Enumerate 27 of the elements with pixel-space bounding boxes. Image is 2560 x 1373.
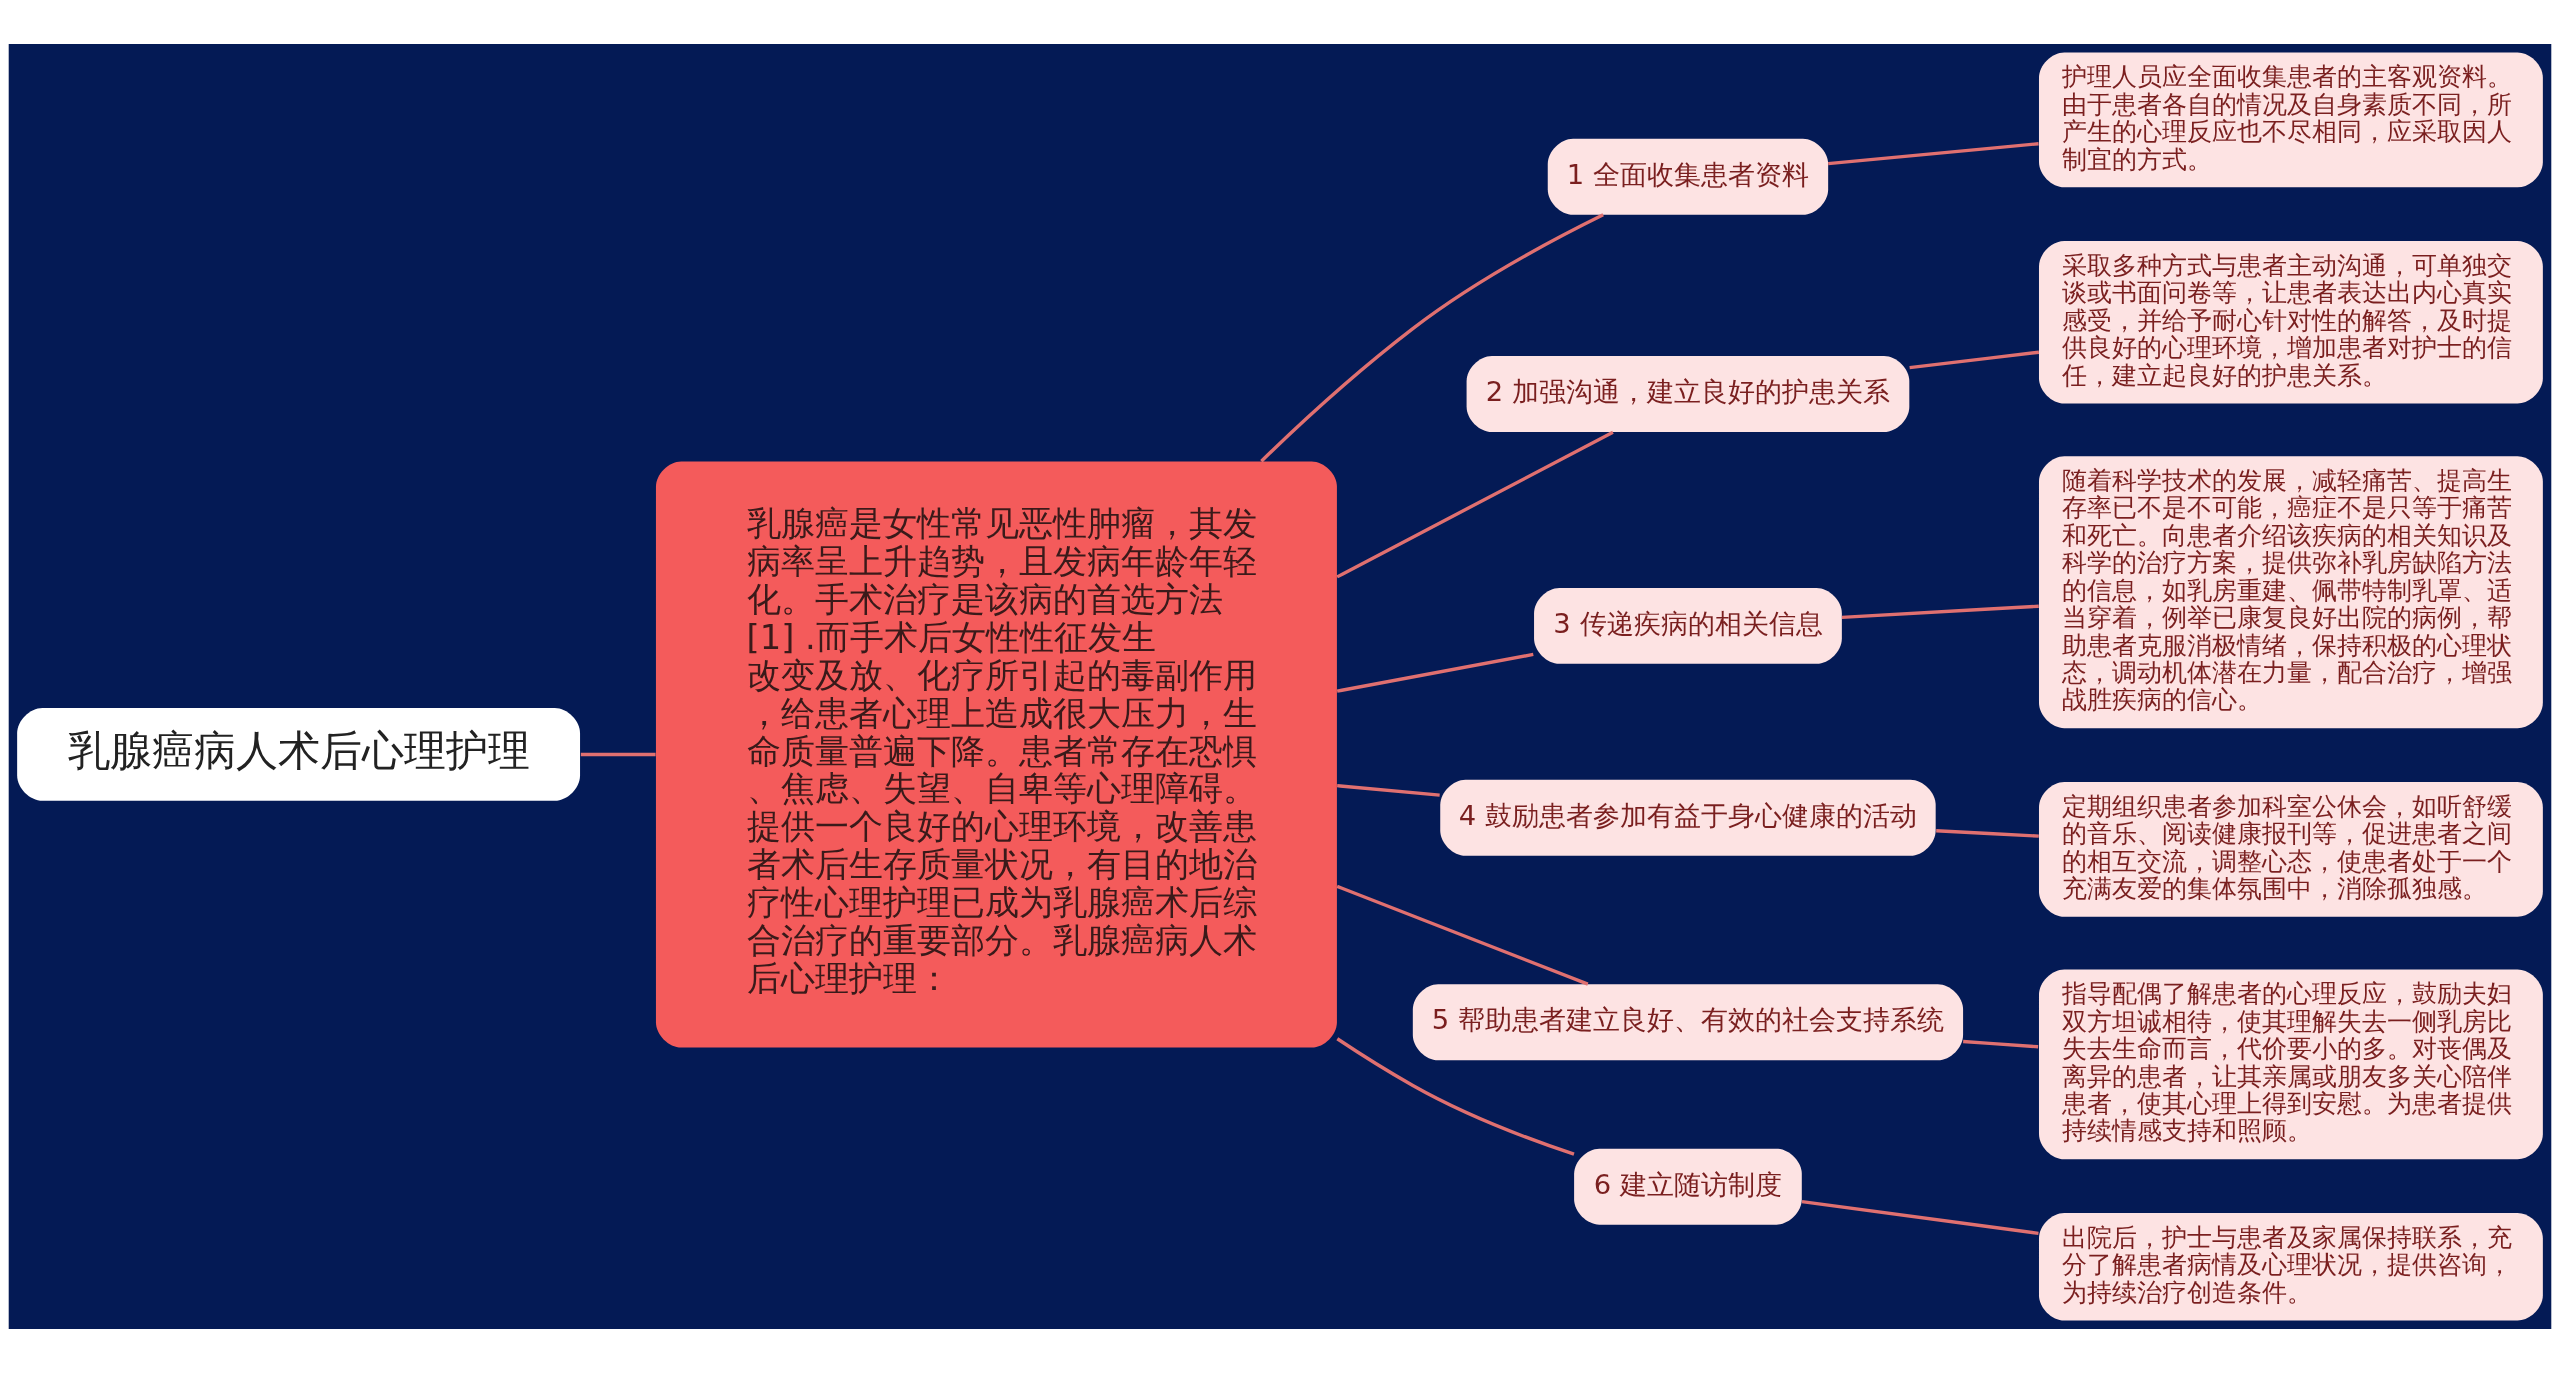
connector <box>1936 829 2039 838</box>
node-box: 6 建立随访制度 <box>1574 1148 1802 1225</box>
node-box: 定期组织患者参加科室公休会，如听舒缓的音乐、阅读健康报刊等，促进患者之间的相互交流，调整心态，使患者处于一个充满友爱的集体氛围中，消除孤独感。 <box>2039 781 2543 917</box>
node-box: 指导配偶了解患者的心理反应，鼓励夫妇双方坦诚相待，使其理解失去一侧乳房比失去生命而言，代价要小的多。对丧偶及离异的患者，让其亲属或朋友多关心陪伴患者，使其心理上得到安慰。为患者提供持续情感支持和照顾。 <box>2039 969 2543 1160</box>
connector <box>1336 884 1589 986</box>
node-box: 随着科学技术的发展，减轻痛苦、提高生存率已不是不可能，癌症不是只等于痛苦和死亡。向患者介绍该疾病的相关知识及科学的治疗方案，提供弥补乳房缺陷方法的信息，如乳房重建、佩带特制乳罩、适当穿着，例举已康复良好出院的病例，帮助患者克服消极情绪，保持积极的心理状态，调动机体潜在力量，配合治疗，增强战胜疾病的信心。 <box>2039 456 2543 729</box>
connector <box>1801 1200 2039 1235</box>
node-box: 3 传递疾病的相关信息 <box>1534 587 1842 664</box>
connector <box>1909 350 2040 370</box>
connector <box>1336 430 1614 579</box>
node-box: 1 全面收集患者资料 <box>1547 138 1829 215</box>
node-box: 乳腺癌病人术后心理护理 <box>17 708 581 801</box>
connector <box>580 752 656 757</box>
node-box: 5 帮助患者建立良好、有效的社会支持系统 <box>1412 984 1964 1061</box>
connector <box>1336 652 1534 693</box>
connector <box>1336 1037 1575 1156</box>
node-box: 采取多种方式与患者主动沟通，可单独交谈或书面问卷等，让患者表达出内心真实感受，并给予耐心针对性的解答，及时提供良好的心理环境，增加患者对护士的信任，建立起良好的护患关系。 <box>2039 241 2543 404</box>
node-box: 4 鼓励患者参加有益于身心健康的活动 <box>1440 779 1936 856</box>
node-box: 2 加强沟通，建立良好的护患关系 <box>1466 356 1910 432</box>
connector <box>1828 142 2039 166</box>
connector <box>1260 213 1604 463</box>
connector <box>1337 783 1440 797</box>
connector <box>1963 1039 2039 1049</box>
connector <box>1841 604 2039 619</box>
node-box: 乳腺癌是女性常见恶性肿瘤，其发病率呈上升趋势，且发病年龄年轻化。手术治疗是该病的首选方法 [1] .而手术后女性性征发生改变及放、化疗所引起的毒副作用，给患者心理上造成很大压力，生命质量普遍下降。患者常存在恐惧、焦虑、失望、自卑等心理障碍。提供一个良好的心理环境，改善患者术后生存质量状况，有目的地治疗性心理护理已成为乳腺癌术后综合治疗的重要部分。乳腺癌病人术后心理护理： <box>655 461 1337 1048</box>
node-box: 护理人员应全面收集患者的主客观资料。由于患者各自的情况及自身素质不同，所产生的心理反应也不尽相同，应采取因人制宜的方式。 <box>2039 52 2543 188</box>
node-box: 出院后，护士与患者及家属保持联系，充分了解患者病情及心理状况，提供咨询，为持续治疗创造条件。 <box>2039 1213 2543 1321</box>
